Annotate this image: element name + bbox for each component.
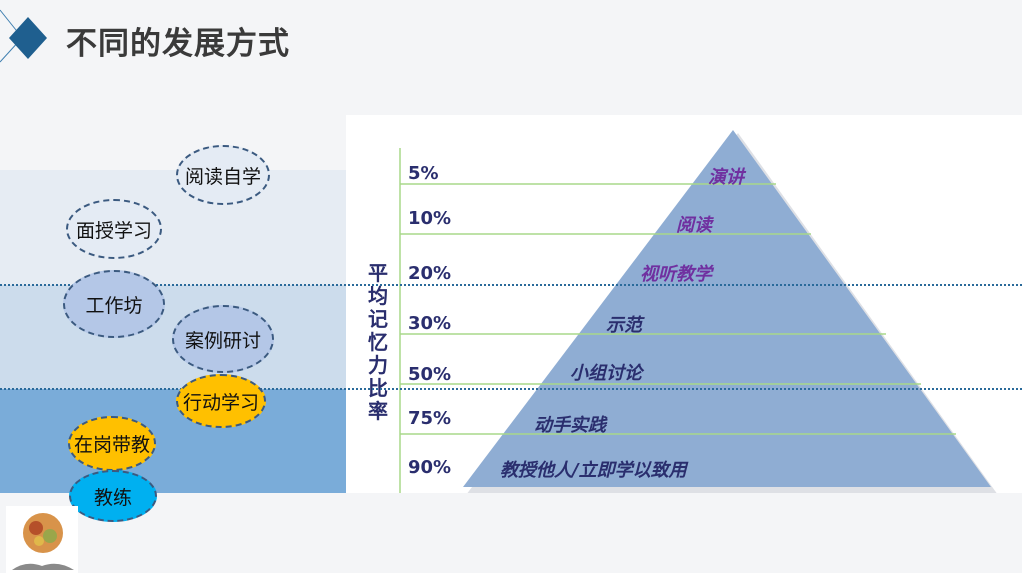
level-gridlines xyxy=(400,183,956,435)
level-label: 小组讨论 xyxy=(570,363,642,384)
level-label: 动手实践 xyxy=(534,415,606,436)
divider-dotted-bottom xyxy=(0,388,1022,390)
level-label: 阅读 xyxy=(676,215,712,236)
pyramid-shape xyxy=(463,130,991,487)
divider-dotted-top xyxy=(0,284,1022,286)
pct-label: 75% xyxy=(408,408,452,429)
method-case-study: 案例研讨 xyxy=(172,305,274,373)
pct-label: 90% xyxy=(408,457,452,478)
method-workshop: 工作坊 xyxy=(63,270,165,338)
y-axis-label: 平均记忆力比率 xyxy=(368,261,388,423)
pct-label: 10% xyxy=(408,208,452,229)
band-high xyxy=(0,389,347,493)
level-label: 视听教学 xyxy=(640,264,712,285)
pct-label: 20% xyxy=(408,263,452,284)
method-classroom-learning: 面授学习 xyxy=(66,199,162,259)
method-on-job-coaching: 在岗带教 xyxy=(68,416,156,471)
page-title: 不同的发展方式 xyxy=(66,26,290,62)
pyramid-graphic xyxy=(399,130,997,493)
level-label: 演讲 xyxy=(708,167,744,188)
level-label: 示范 xyxy=(606,315,642,336)
pct-label: 5% xyxy=(408,163,439,184)
tree-book-logo-icon xyxy=(6,506,78,573)
pct-label: 30% xyxy=(408,313,452,334)
level-label: 教授他人/立即学以致用 xyxy=(500,460,687,481)
method-coaching: 教练 xyxy=(69,470,157,522)
band-low xyxy=(0,170,347,285)
memory-pyramid-chart: 5% 10% 20% 30% 50% 75% 90% 演讲 阅读 视听教学 示范… xyxy=(346,115,1022,493)
method-reading-self-study: 阅读自学 xyxy=(176,145,270,205)
title-diamond-icon xyxy=(0,9,47,63)
method-action-learning: 行动学习 xyxy=(176,374,266,428)
pct-label: 50% xyxy=(408,364,452,385)
